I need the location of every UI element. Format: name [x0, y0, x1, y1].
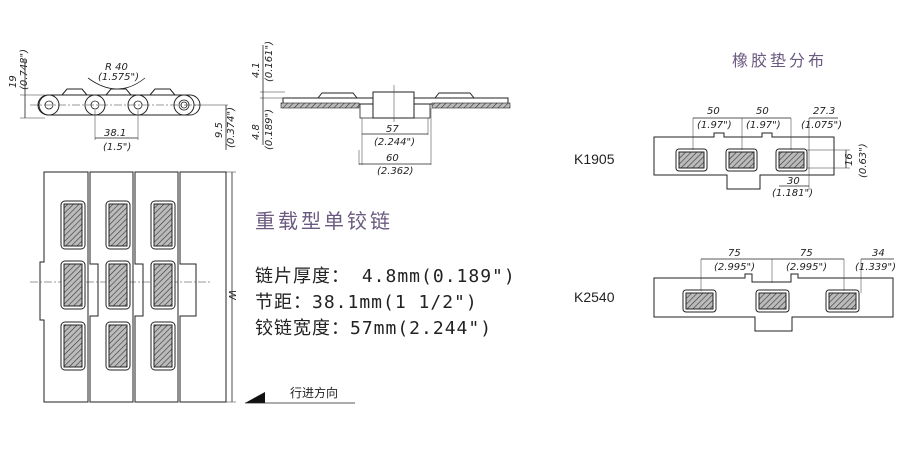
rubber-pad-title: 橡胶垫分布 [732, 51, 828, 70]
height-dim-in: (0.748") [19, 49, 30, 90]
k1905-dim-50b: 50 [756, 106, 769, 117]
rubber-pad [153, 263, 173, 307]
spec-plate-thickness: 链片厚度： 4.8mm(0.189") [255, 266, 516, 287]
spec-pitch: 节距：38.1mm(1 1/2") [255, 292, 478, 313]
width57-dim: 57 [386, 124, 399, 135]
k1905-dim-30-in: (1.181") [772, 188, 813, 199]
pitch-dim: 38.1 [104, 128, 126, 139]
rubber-pad [63, 263, 83, 307]
rubber-pad [63, 203, 83, 247]
k2540-pad-layout: 75 (2.995") 75 (2.995") 34 (1.339") K254… [574, 248, 896, 332]
thickness-dim-in: (0.189") [264, 109, 275, 150]
direction-arrow-icon [245, 392, 355, 404]
pitch-dim-in: (1.5") [103, 142, 131, 153]
k2540-dim-75b-in: (2.995") [786, 262, 827, 273]
top-dim-in: (0.161") [264, 41, 275, 82]
radius-dim: R 40 [105, 62, 128, 73]
top-view: W [30, 171, 237, 403]
product-title: 重载型单铰链 [255, 209, 393, 233]
rubber-pad [108, 203, 128, 247]
direction-label: 行进方向 [290, 385, 338, 400]
radius-dim-in: (1.575") [98, 72, 139, 83]
k1905-dim-50b-in: (1.97") [746, 120, 781, 131]
width57-dim-in: (2.244") [374, 137, 415, 148]
k1905-dim-16-in: (0.63") [858, 143, 869, 178]
k1905-dim-27: 27.3 [813, 106, 835, 117]
k2540-dim-75a-in: (2.995") [714, 262, 755, 273]
k1905-dim-50a: 50 [707, 106, 720, 117]
top-dim: 4.1 [251, 62, 262, 78]
half-dim: 9.5 [214, 122, 225, 138]
rubber-pad [153, 324, 173, 368]
k2540-dim-75a: 75 [728, 248, 741, 259]
k1905-dim-27-in: (1.075") [801, 120, 842, 131]
cross-section: 4.1 (0.161") 4.8 (0.189") 57 (2.244") 60… [251, 41, 511, 177]
rubber-pad [108, 263, 128, 307]
k2540-dim-75b: 75 [800, 248, 813, 259]
spec-hinge-width: 铰链宽度：57mm(2.244") [255, 318, 493, 339]
k2540-label: K2540 [574, 289, 615, 305]
rubber-pad [63, 324, 83, 368]
k1905-pad-layout: 50 (1.97") 50 (1.97") 27.3 (1.075") 30 (… [574, 106, 869, 199]
rubber-pad [153, 203, 173, 247]
k1905-dim-50a-in: (1.97") [697, 120, 732, 131]
k2540-dim-34-in: (1.339") [855, 262, 896, 273]
side-view: 19 (0.748") R 40 (1.575") 38.1 (1.5") 9.… [8, 49, 237, 153]
chain-links [30, 88, 201, 116]
height-dim: 19 [8, 75, 19, 88]
half-dim-in: (0.374") [226, 107, 237, 148]
width60-dim: 60 [386, 153, 399, 164]
k1905-label: K1905 [574, 151, 615, 167]
k1905-dim-30: 30 [787, 176, 800, 187]
k1905-dim-16: 16 [844, 153, 855, 166]
width-w-label: W [226, 290, 237, 301]
width60-dim-in: (2.362) [377, 166, 413, 177]
k2540-dim-34: 34 [872, 248, 885, 259]
thickness-dim: 4.8 [251, 124, 262, 140]
rubber-pad [108, 324, 128, 368]
